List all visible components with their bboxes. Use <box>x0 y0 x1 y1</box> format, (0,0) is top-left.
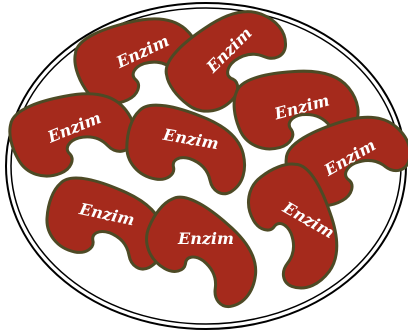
enzyme-label: Enzim <box>177 229 234 248</box>
